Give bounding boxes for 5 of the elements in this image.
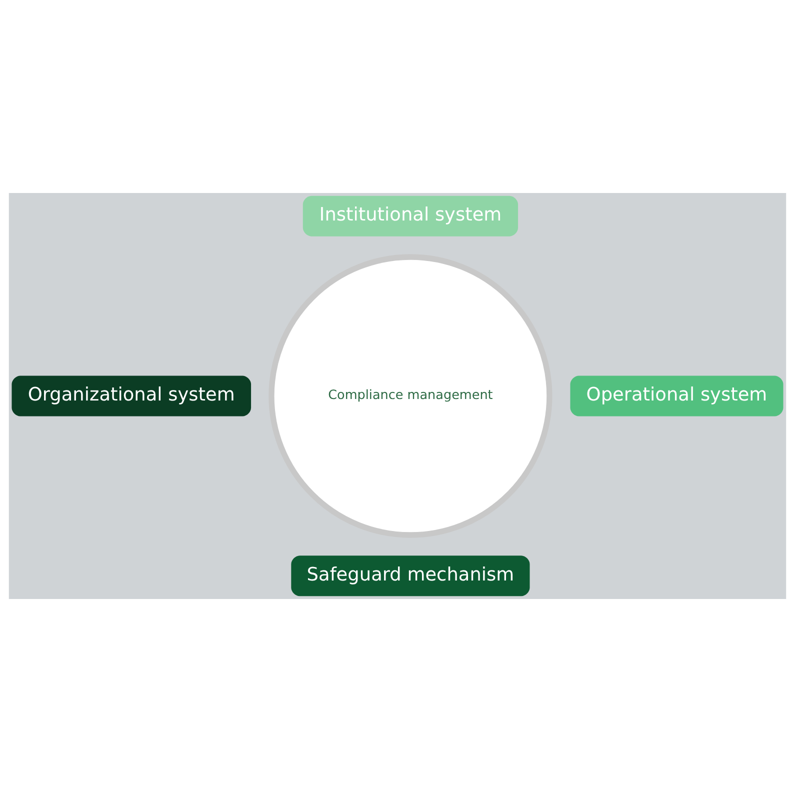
node-circle: Compliance management [268,254,552,538]
node-box: Institutional system [302,195,518,236]
node-box: Safeguard mechanism [291,555,530,596]
node-box: Operational system [570,375,784,416]
node-box: Organizational system [12,375,252,416]
